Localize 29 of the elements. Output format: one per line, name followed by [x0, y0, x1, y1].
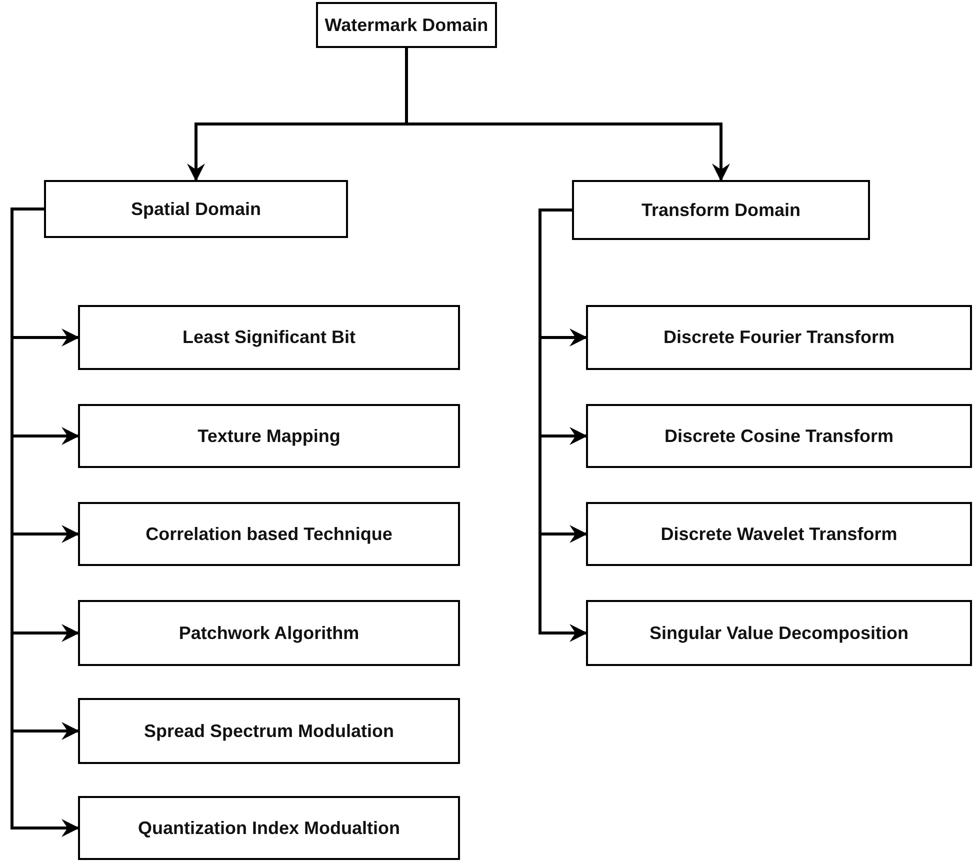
- category-box: [586, 305, 972, 370]
- category-box: [78, 305, 460, 370]
- arrow: [10, 208, 80, 837]
- arrow: [538, 208, 588, 642]
- category-box: [78, 404, 460, 468]
- node-label: Discrete Fourier Transform: [663, 327, 895, 348]
- node-label: Texture Mapping: [198, 426, 340, 446]
- node-label: Discrete Cosine Transform: [664, 426, 894, 446]
- category-box: [586, 600, 972, 666]
- category-box: [78, 698, 460, 764]
- category-box: [78, 600, 460, 666]
- node-label: Least Significant Bit: [182, 327, 356, 348]
- node-label: Transform Domain: [641, 200, 801, 220]
- arrow: [405, 48, 730, 182]
- node-label: Spread Spectrum Modulation: [144, 720, 394, 742]
- root-box: [316, 2, 497, 48]
- node-label: Correlation based Technique: [146, 524, 392, 544]
- category-box: [572, 180, 870, 240]
- node-label: Spatial Domain: [130, 198, 262, 220]
- category-box: [586, 502, 972, 566]
- category-box: [586, 404, 972, 468]
- category-box: [78, 502, 460, 566]
- node-label: Patchwork Algorithm: [178, 622, 360, 644]
- category-box: [44, 180, 348, 238]
- node-label: Watermark Domain: [324, 14, 488, 36]
- node-label: Singular Value Decomposition: [649, 622, 909, 644]
- node-label: Quantization Index Modualtion: [138, 818, 400, 838]
- node-label: Discrete Wavelet Transform: [660, 524, 898, 544]
- category-box: [78, 796, 460, 860]
